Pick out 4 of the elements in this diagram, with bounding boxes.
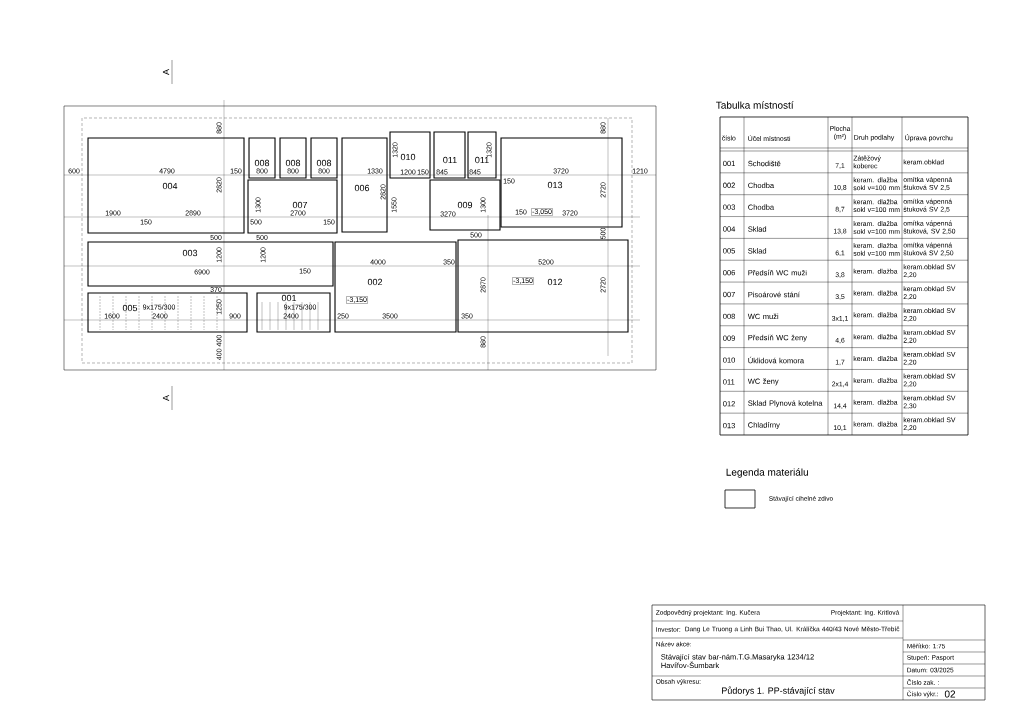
heading: Legenda materiálu [726,468,808,478]
title-block-text: Půdorys 1. PP-stávající stav [722,686,835,696]
heading: Tabulka místností [716,101,794,109]
title-block-text: 02 [944,690,956,698]
